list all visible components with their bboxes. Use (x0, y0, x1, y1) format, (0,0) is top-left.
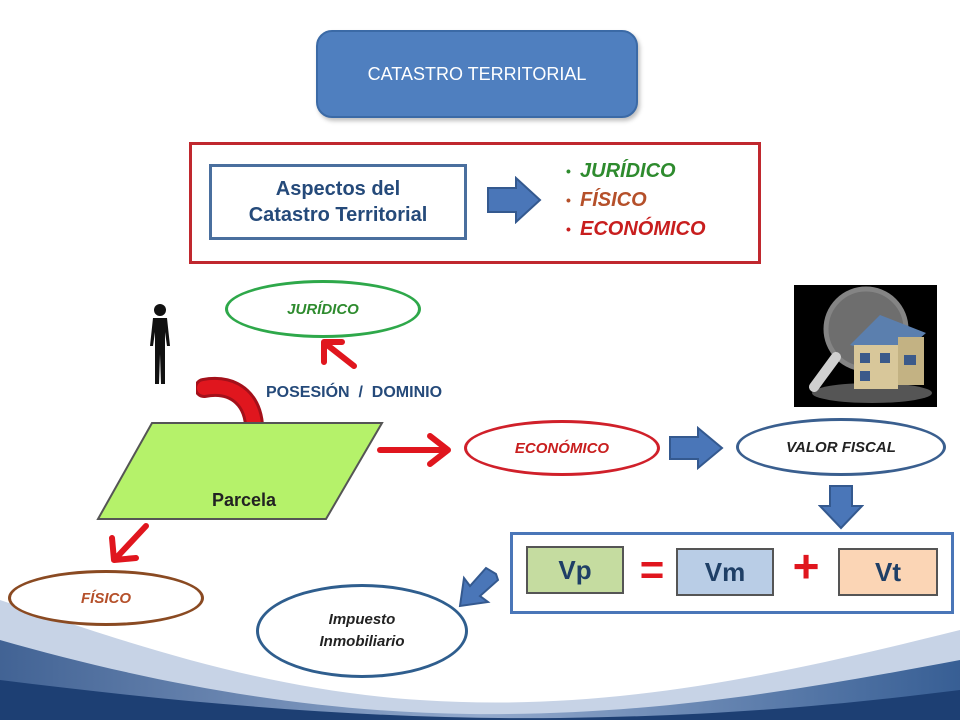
vp-box: Vp (526, 546, 624, 594)
parcela-label: Parcela (212, 490, 277, 510)
aspects-box: Aspectos del Catastro Territorial (209, 164, 467, 240)
aspects-line2: Catastro Territorial (248, 204, 428, 226)
aspect-juridico: JURÍDICO (566, 157, 706, 186)
catastro-title-box: CATASTRO TERRITORIAL (316, 30, 638, 118)
aspect-economico: ECONÓMICO (566, 215, 706, 244)
vt-box: Vt (838, 548, 938, 596)
aspects-line1: Aspectos del (275, 178, 401, 200)
arrow-up-juridico-icon (321, 339, 357, 369)
aspects-arrow-icon (487, 176, 542, 224)
economico-label: ECONÓMICO (514, 439, 610, 457)
vm-box: Vm (676, 548, 774, 596)
plus-sign: + (792, 540, 820, 592)
vt-label: Vt (875, 556, 901, 587)
house-magnifier-image (794, 285, 937, 407)
posesion-dominio-label: POSESIÓN / DOMINIO (266, 384, 443, 401)
impuesto-line1: Impuesto (328, 611, 396, 628)
juridico-ellipse: JURÍDICO (225, 280, 421, 338)
arrow-right-economico-icon (377, 433, 451, 467)
catastro-title: CATASTRO TERRITORIAL (367, 63, 587, 84)
aspect-fisico: FÍSICO (566, 186, 706, 215)
arrow-down-icon (818, 485, 864, 530)
vm-label: Vm (704, 556, 746, 587)
arrow-fisico-icon (109, 523, 149, 563)
valor-fiscal-label: VALOR FISCAL (786, 438, 896, 456)
juridico-label: JURÍDICO (287, 300, 359, 318)
impuesto-line2: Inmobiliario (319, 633, 405, 650)
impuesto-ellipse: Impuesto Inmobiliario (256, 584, 468, 678)
valor-fiscal-ellipse: VALOR FISCAL (736, 418, 946, 476)
aspects-list: JURÍDICO FÍSICO ECONÓMICO (566, 157, 706, 244)
arrow-valor-fiscal-icon (669, 426, 724, 470)
arrow-impuesto-icon (458, 566, 500, 608)
fisico-ellipse: FÍSICO (8, 570, 204, 626)
vp-label: Vp (558, 554, 592, 585)
fisico-label: FÍSICO (80, 589, 131, 607)
economico-ellipse: ECONÓMICO (464, 420, 660, 476)
equals-sign: = (639, 546, 665, 593)
parcela-shape (96, 422, 384, 520)
person-icon (150, 304, 170, 384)
